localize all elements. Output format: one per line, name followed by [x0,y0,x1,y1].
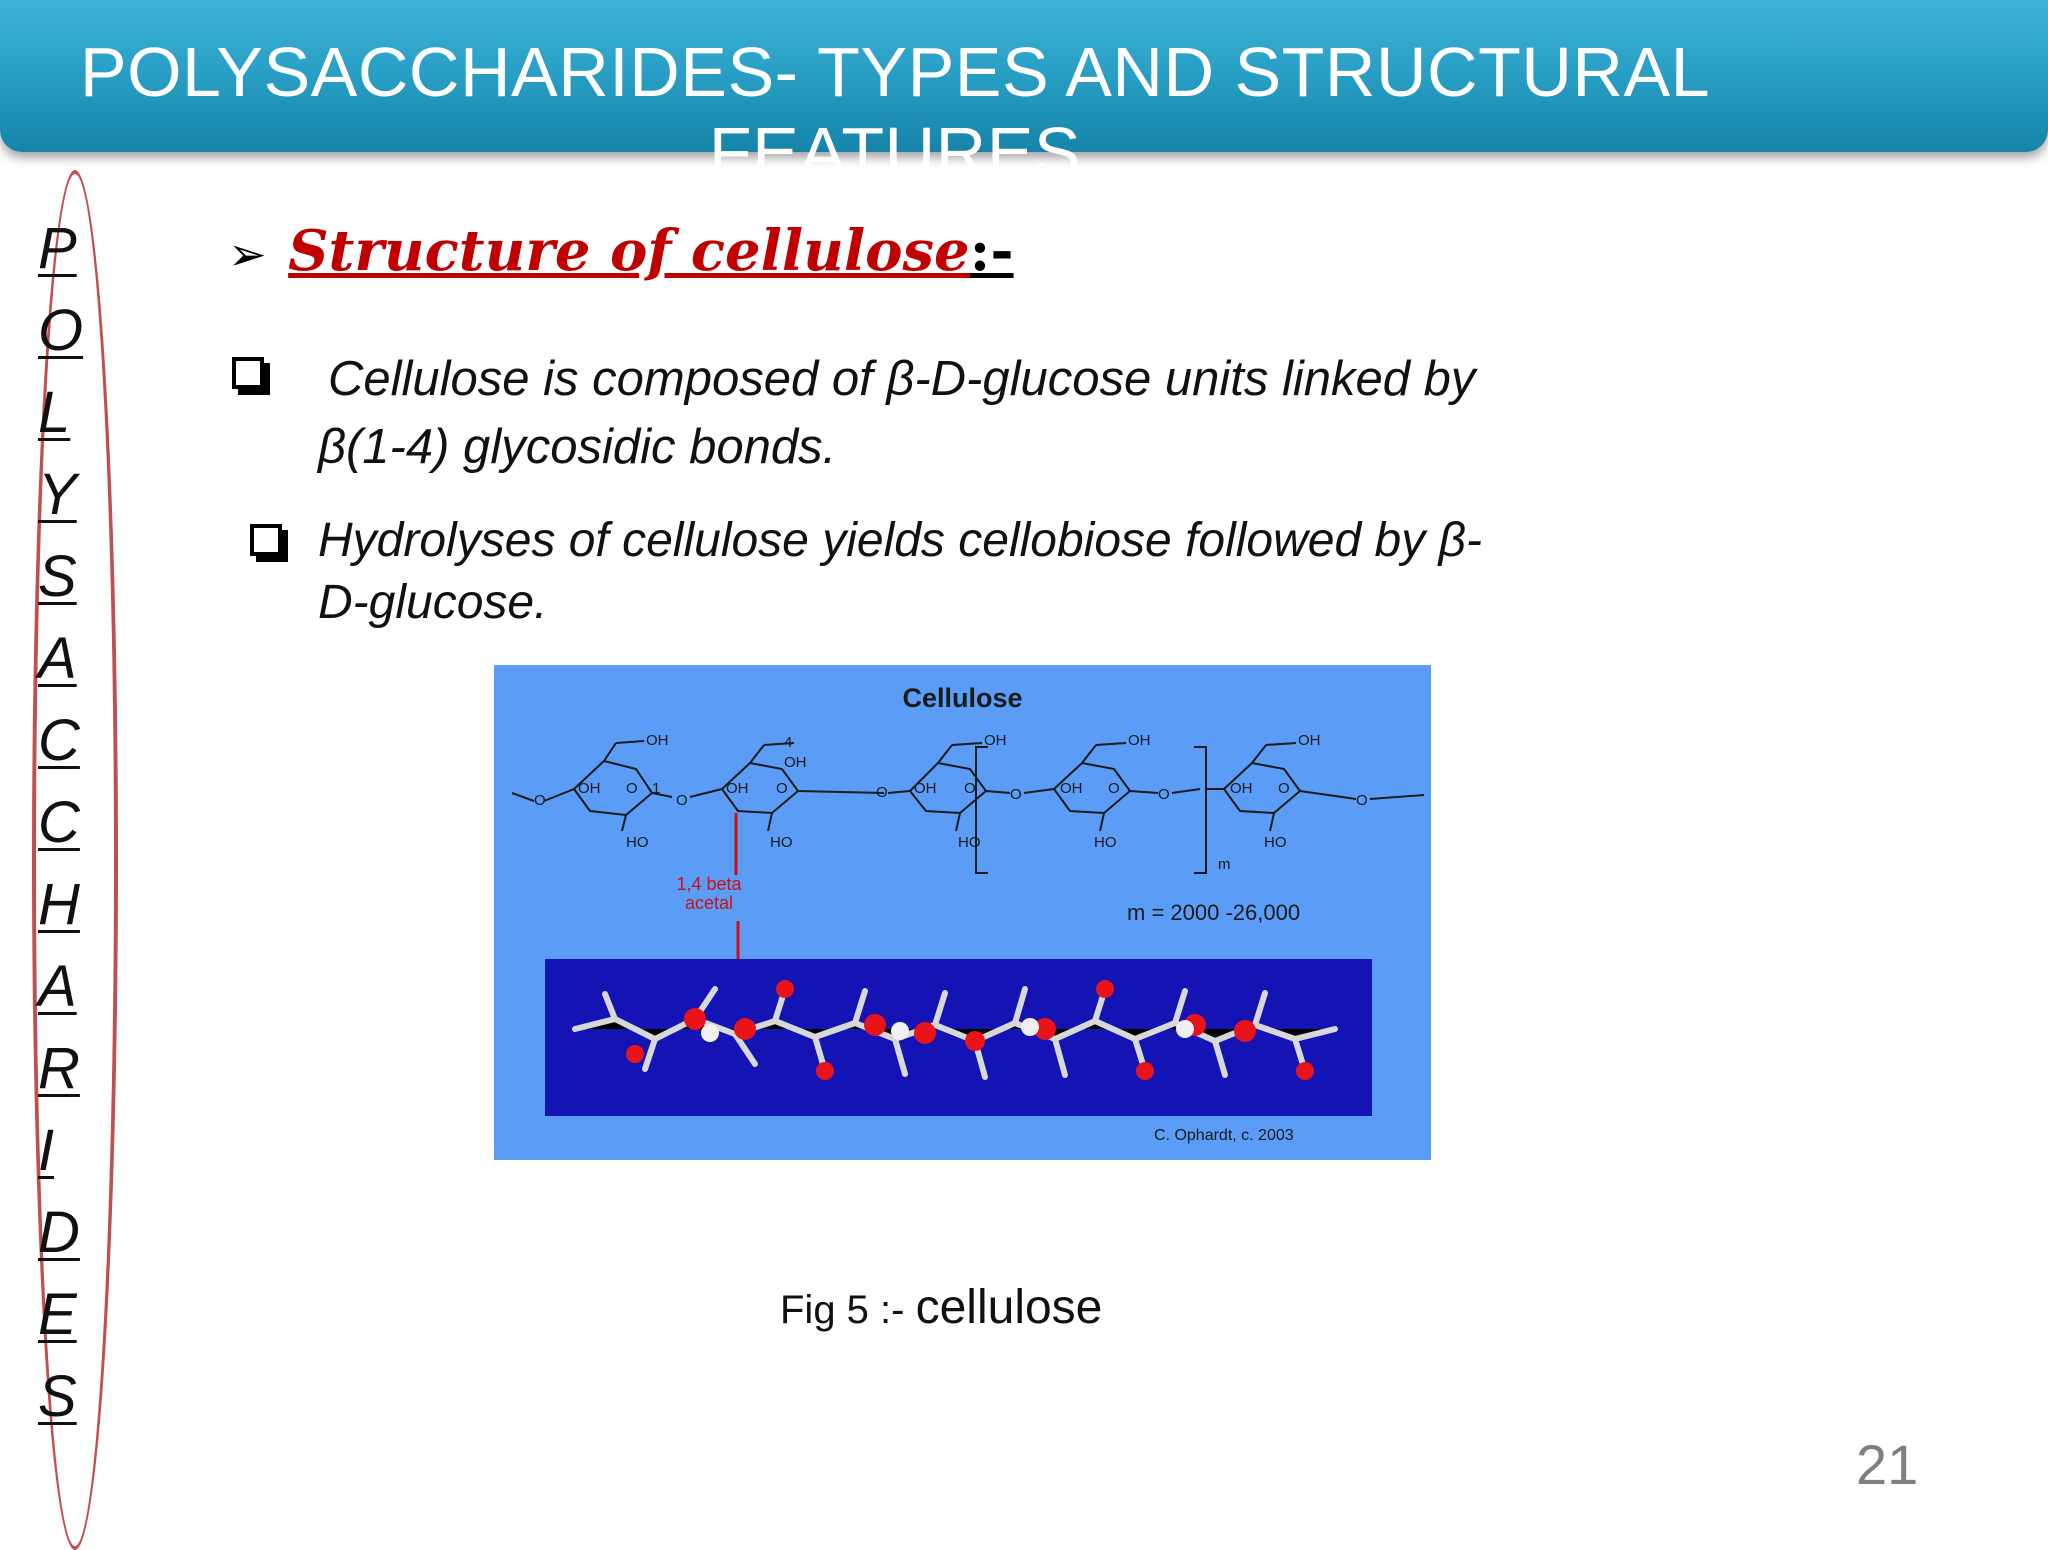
bullet-line: β(1-4) glycosidic bonds. [318,420,837,474]
svg-text:O: O [1278,780,1290,797]
svg-text:O: O [1108,780,1120,797]
sidebar-letter: A [38,626,77,691]
checkbox-bullet-icon [250,524,282,556]
svg-text:HO: HO [958,834,981,851]
svg-text:OH: OH [1060,780,1083,797]
sidebar-letter: C [38,790,80,855]
svg-text:OH: OH [646,732,669,749]
sidebar-letter: C [38,708,80,773]
svg-text:OH: OH [984,732,1007,749]
caption-prefix: Fig 5 :- [780,1288,916,1332]
svg-text:O: O [534,792,546,809]
svg-text:O: O [1356,792,1368,809]
figure-credit: C. Ophardt, c. 2003 [1154,1127,1294,1144]
svg-text:O: O [964,780,976,797]
bullet-line: Hydrolyses of cellulose yields cellobios… [318,514,1482,567]
page-number: 21 [1856,1433,1919,1496]
svg-text:HO: HO [770,834,793,851]
bullet-item: Hydrolyses of cellulose yields cellobios… [250,510,1598,634]
sidebar-letter: Y [38,462,77,527]
caption-text: cellulose [915,1281,1103,1334]
figure-title: Cellulose [902,683,1023,713]
sidebar-letter: A [38,954,77,1019]
svg-text:HO: HO [1264,834,1287,851]
svg-text:OH: OH [726,780,749,797]
svg-text:O: O [676,792,688,809]
svg-text:OH: OH [914,780,937,797]
repeat-count-label: m = 2000 -26,000 [1127,900,1301,925]
slide-title: POLYSACCHARIDES- TYPES AND STRUCTURAL FE… [79,33,1711,191]
molecule-model [572,980,1338,1080]
sidebar-letter: S [38,1364,77,1429]
svg-text:OH: OH [1128,732,1151,749]
sidebar-letter: I [38,1118,55,1183]
sidebar-vertical-word: P O L Y S A C C H A R I D E S [38,208,98,1438]
title-bar: POLYSACCHARIDES- TYPES AND STRUCTURAL FE… [0,0,2048,191]
sidebar-letter: O [38,298,84,363]
cellulose-figure: Cellulose [494,665,1431,1160]
sidebar-letter: P [38,216,77,281]
arrow-bullet-icon: ➢ [228,228,267,280]
section-heading: ➢ Structure of cellulose:- [228,218,1014,284]
ball-and-stick-model [545,959,1372,1116]
bullet-line: Cellulose is composed of β-D-glucose uni… [328,352,1476,406]
svg-text:OH: OH [1230,780,1253,797]
svg-text:O: O [876,784,888,801]
sidebar-letter: E [38,1282,77,1347]
svg-text:OH: OH [784,754,807,771]
svg-text:m: m [1218,856,1231,873]
bullet-item: Cellulose is composed of β-D-glucose uni… [232,345,1588,481]
sidebar-letter: R [38,1036,80,1101]
bullet-line: D-glucose. [318,576,548,629]
svg-text:4: 4 [784,734,792,751]
sidebar-letter: H [38,872,80,937]
svg-text:OH: OH [578,780,601,797]
heading-text: Structure of cellulose [288,218,970,284]
svg-text:O: O [1010,786,1022,803]
svg-text:HO: HO [1094,834,1117,851]
structure-diagram: O OH OH O 1 HO O OH OH O 4 HO O OH OH O … [511,732,1425,1017]
svg-text:O: O [626,780,638,797]
sidebar-letter: D [38,1200,80,1265]
sidebar-letter: S [38,544,77,609]
svg-text:1: 1 [652,780,660,797]
svg-text:OH: OH [1298,732,1321,749]
heading-suffix: :- [969,218,1014,284]
svg-text:O: O [1158,786,1170,803]
figure-caption: Fig 5 :- cellulose [780,1280,1102,1335]
sidebar-letter: L [38,380,71,445]
acetal-label: 1,4 beta acetal [676,874,742,913]
svg-text:HO: HO [626,834,649,851]
checkbox-bullet-icon [232,357,264,389]
svg-text:O: O [776,780,788,797]
